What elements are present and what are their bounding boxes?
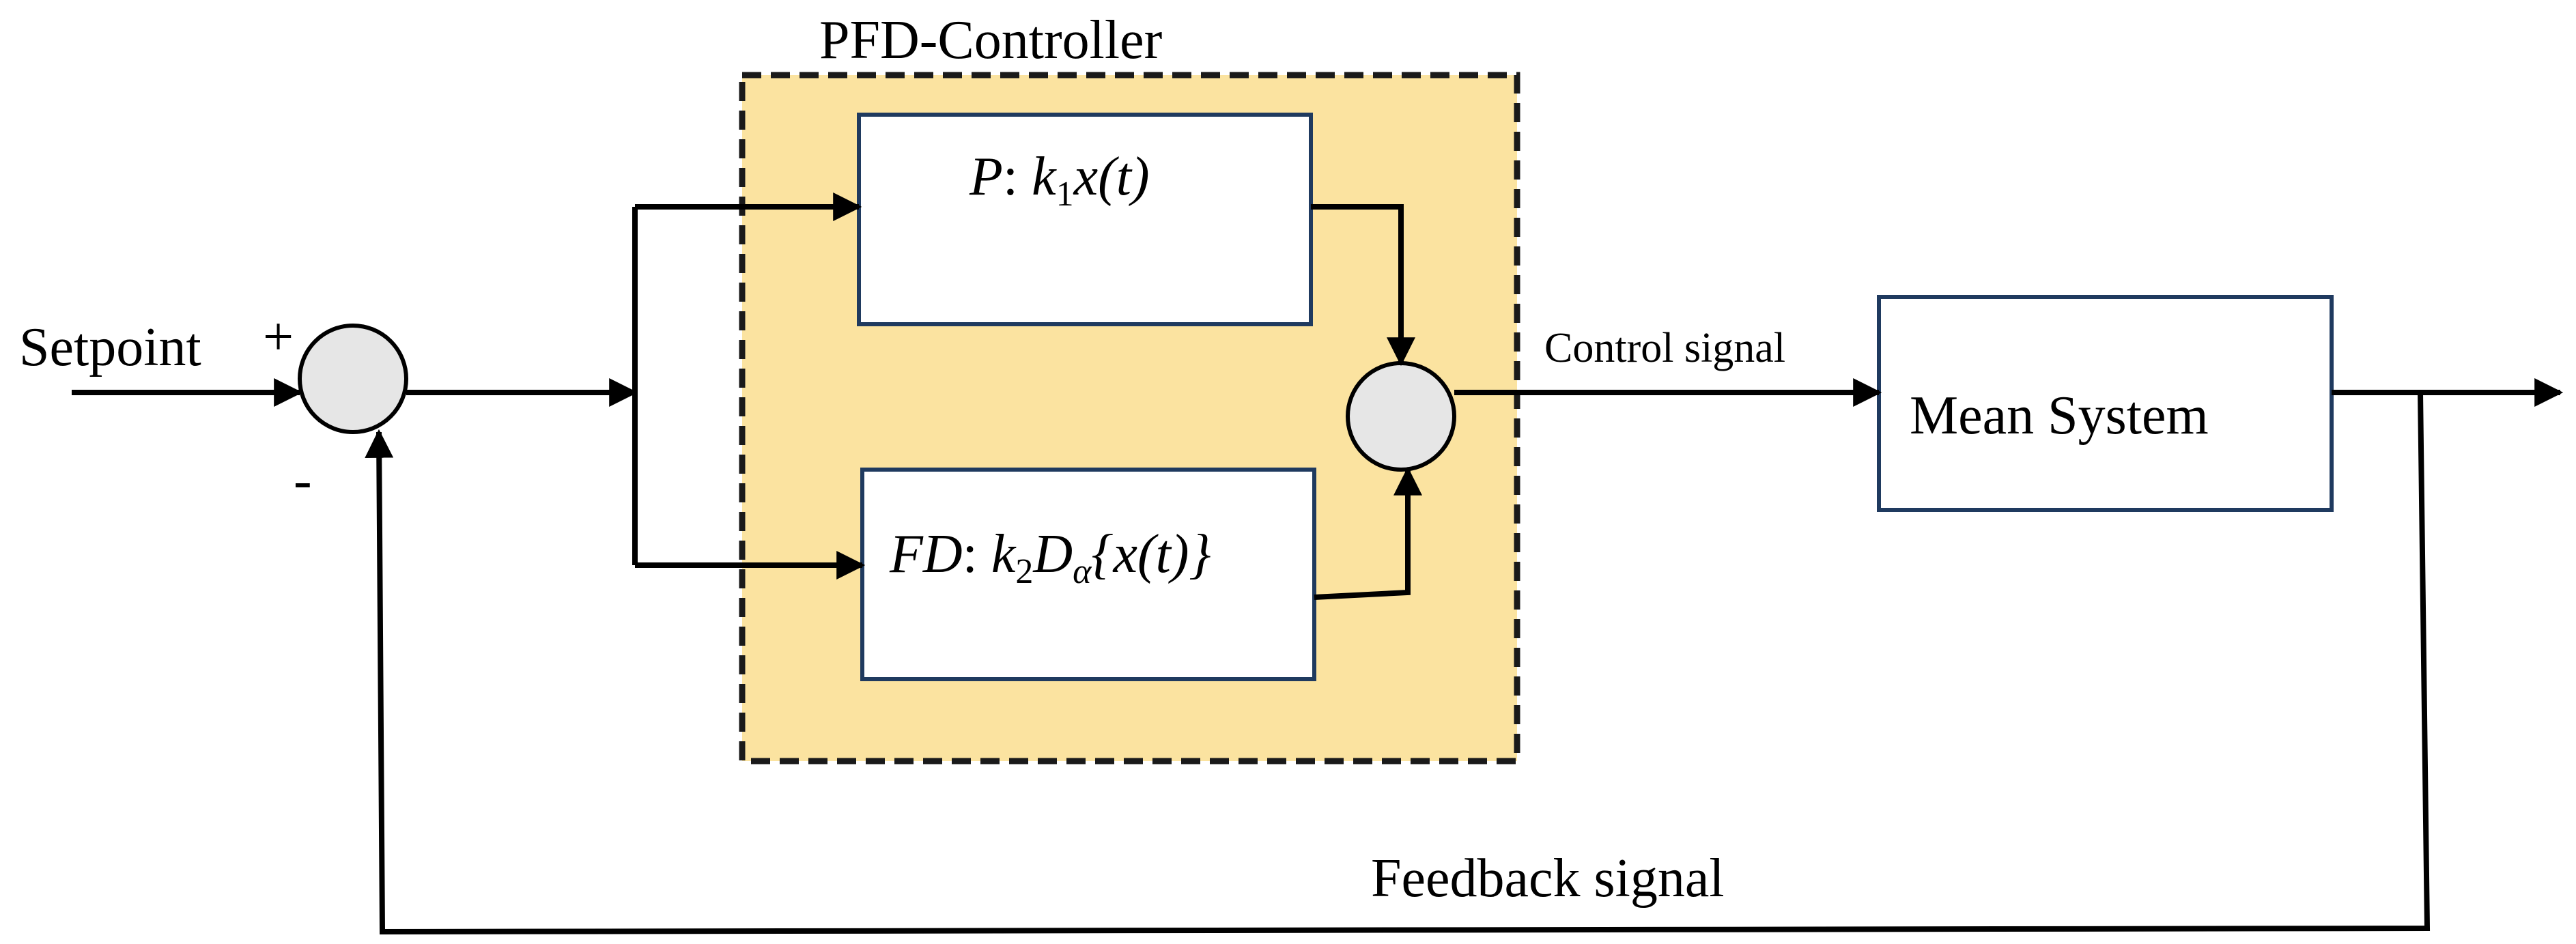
minus-sign: - [294, 450, 312, 511]
p-block [857, 113, 1313, 326]
controller-summing-junction [1346, 361, 1456, 472]
fd-output-arrow [1314, 466, 1422, 600]
pfd-controller-title: PFD-Controller [819, 10, 1162, 70]
fd-block-label: FD: k2Dα{x(t)} [889, 524, 1211, 591]
feedback-signal-label: Feedback signal [1371, 848, 1725, 909]
plus-sign: + [263, 307, 294, 367]
p-block-label: P: k1x(t) [969, 147, 1150, 214]
error-summing-junction [298, 324, 408, 434]
feedback-path-arrow [365, 392, 2431, 935]
p-output-arrow [1311, 204, 1415, 367]
setpoint-label: Setpoint [19, 317, 201, 377]
control-signal-label: Control signal [1544, 325, 1785, 371]
mean-system-label: Mean System [1910, 386, 2209, 446]
